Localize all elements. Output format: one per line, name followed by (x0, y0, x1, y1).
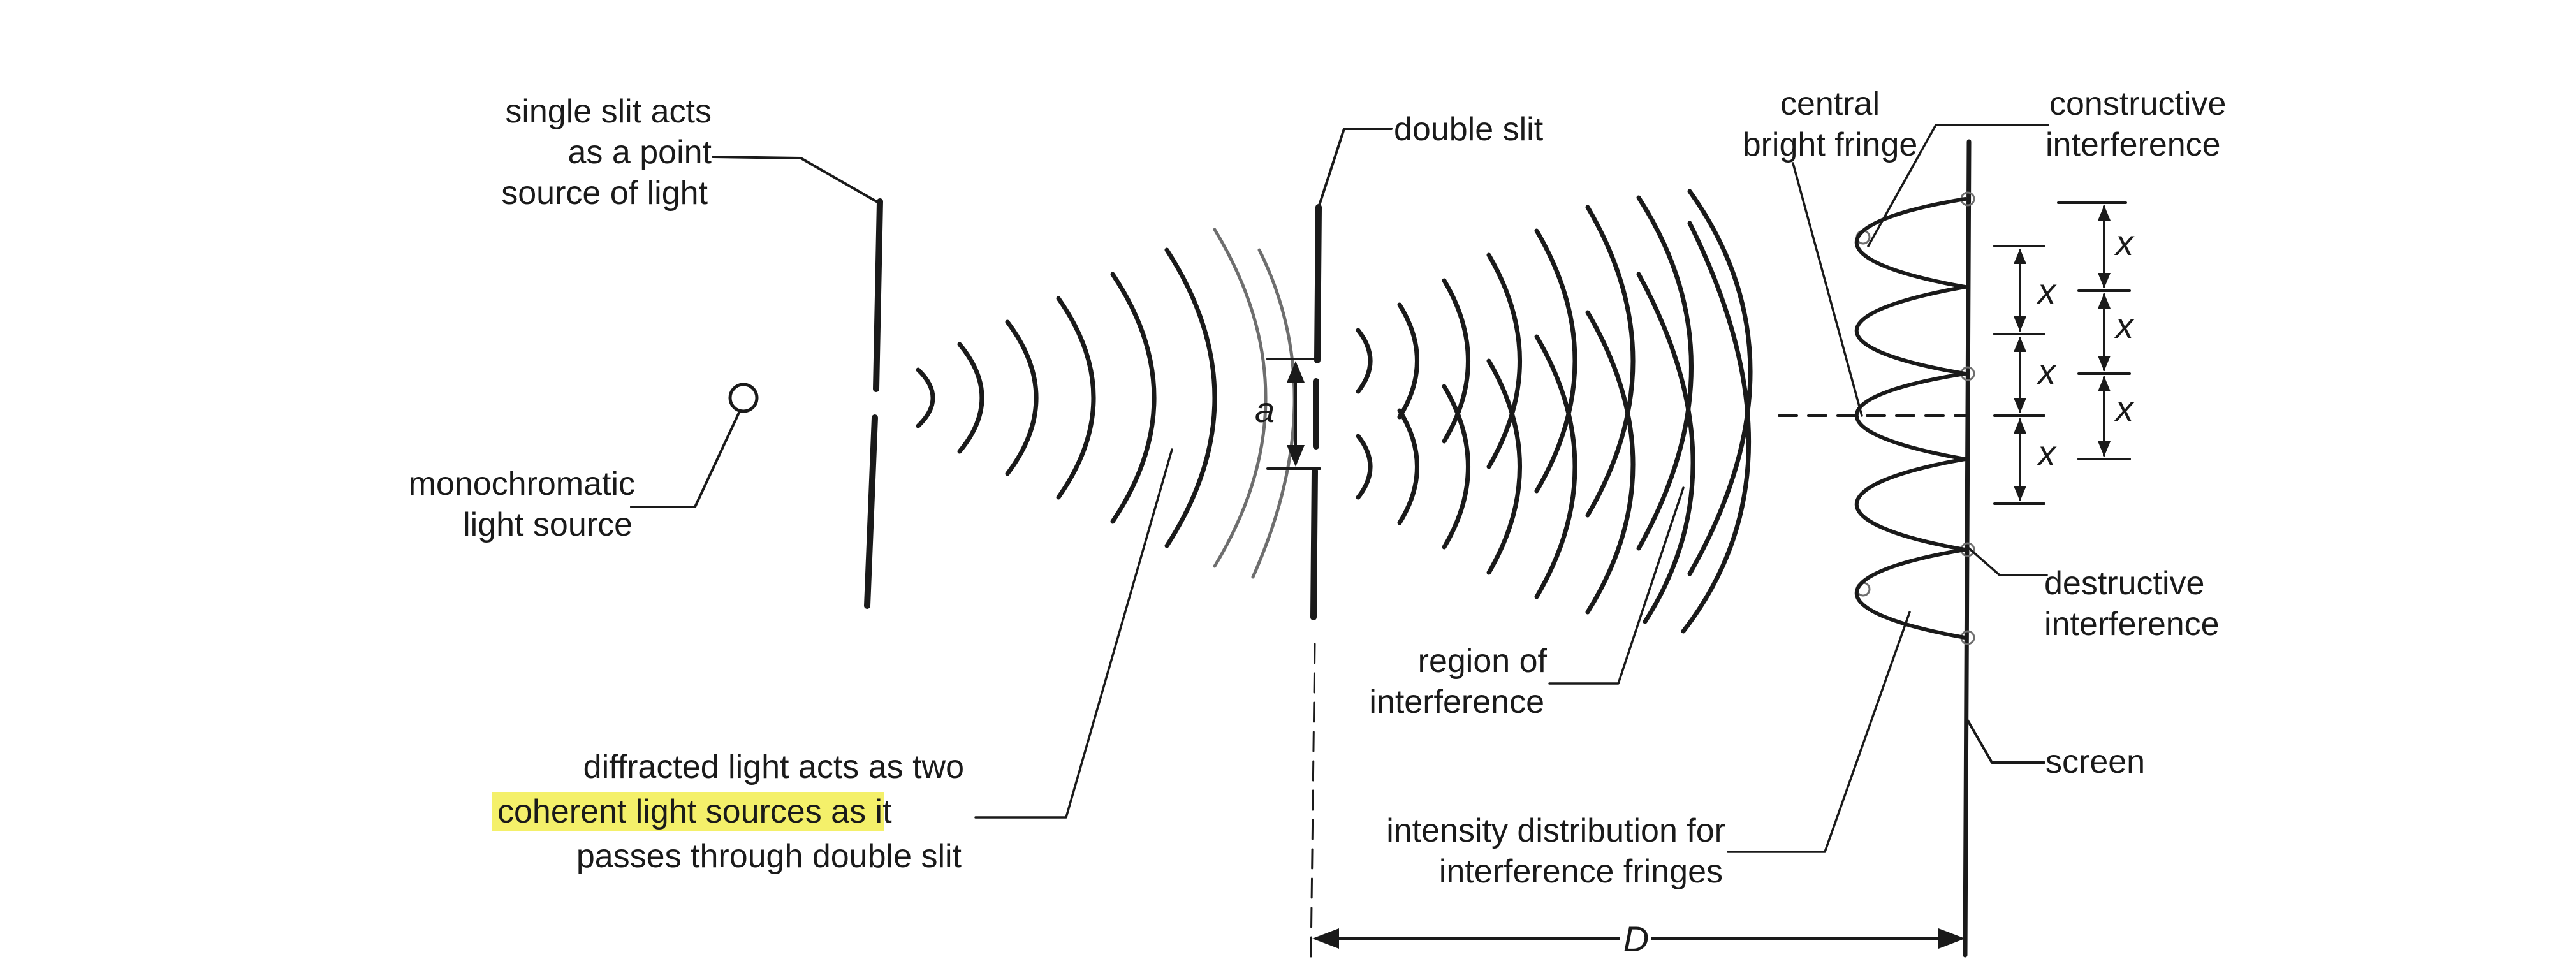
coherent-highlight (492, 792, 884, 831)
single-slit-upper (873, 198, 883, 392)
lower-wave-6 (1585, 310, 1636, 615)
mono-label-line2: light source (463, 506, 633, 543)
distance-label-bg (1620, 917, 1651, 958)
destructive-leader (1968, 547, 2048, 576)
upper-wave-7 (1636, 195, 1694, 551)
screen-line (1963, 139, 1972, 958)
coherent-highlight-text: coherent light sources (497, 793, 822, 830)
single-slit-label-line3: source of light (501, 175, 708, 212)
upper-wave-1 (1356, 328, 1373, 394)
intensity-label-line2: interference fringes (1439, 853, 1723, 890)
diffracted-label-line2: coherent light sources as it (497, 793, 892, 830)
diffracted-leader (974, 448, 1173, 819)
single-slit-label-line1: single slit acts (505, 93, 712, 130)
light-source-leader (630, 410, 741, 508)
double-slit-lower (1310, 467, 1318, 620)
single-slit-label-line2: as a point (568, 134, 712, 171)
slit-separation-marker (1266, 358, 1321, 470)
lower-wave-7 (1636, 272, 1695, 624)
fringe-x-label-1: x (2036, 271, 2057, 311)
wavefront-6 (1164, 247, 1217, 548)
fringe-arrowheads-right (2098, 205, 2111, 457)
upper-wave-5 (1534, 228, 1577, 494)
wavefront-5 (1110, 272, 1157, 524)
diffracted-label-line3: passes through double slit (576, 838, 962, 875)
diffracted-wavefronts (916, 247, 1217, 548)
region-label-line1: region of (1418, 643, 1548, 680)
single-slit-leader (712, 156, 880, 204)
screen-label: screen (2045, 743, 2145, 780)
fringe-x-label-6: x (2114, 388, 2135, 428)
destructive-label-line2: interference (2044, 606, 2220, 643)
light-source-dot (728, 383, 759, 413)
lower-wave-8 (1681, 221, 1752, 634)
distance-arrowhead-right (1938, 928, 1965, 949)
fringe-arrowheads-left (2014, 249, 2026, 501)
wavefront-1 (916, 367, 935, 428)
constructive-label-line2: interference (2045, 126, 2221, 163)
double-slit-leader (1317, 128, 1393, 208)
lower-wave-2 (1397, 408, 1419, 525)
distance-left-guide (1310, 643, 1316, 958)
intensity-curve (1855, 197, 1967, 640)
destructive-label-line1: destructive (2044, 565, 2204, 602)
fringe-ticks (1993, 201, 2131, 505)
upper-slit-wavefronts (1356, 189, 1753, 576)
intensity-label-line1: intensity distribution for (1386, 812, 1725, 849)
lower-wave-5 (1534, 334, 1577, 599)
constructive-leader (1867, 124, 2049, 247)
mono-label-line1: monochromatic (409, 465, 635, 502)
constructive-label-line1: constructive (2049, 85, 2226, 122)
fringe-x-label-3: x (2036, 433, 2057, 473)
upper-wave-3 (1442, 278, 1470, 444)
upper-wave-4 (1486, 252, 1522, 469)
wavefront-3 (1005, 319, 1039, 476)
upper-wave-2 (1397, 302, 1419, 420)
upper-wave-6 (1585, 205, 1636, 518)
screen-leader (1966, 719, 2045, 764)
distance-arrowhead-left (1312, 928, 1339, 949)
wavefront-7 (1213, 228, 1268, 568)
region-label-line2: interference (1369, 684, 1544, 720)
lower-wave-4 (1486, 358, 1522, 575)
central-fringe-leader (1792, 162, 1863, 417)
distance-label: D (1623, 919, 1649, 959)
central-label-line1: central (1780, 85, 1880, 122)
lower-wave-3 (1442, 384, 1470, 550)
fringe-x-label-2: x (2036, 351, 2057, 391)
diffracted-label-line1: diffracted light acts as two (583, 749, 964, 786)
double-slit-upper (1314, 204, 1322, 363)
single-slit-lower (864, 414, 878, 609)
double-slit-label: double slit (1394, 111, 1544, 148)
wavefront-2 (957, 342, 984, 454)
lower-slit-wavefronts (1356, 221, 1752, 634)
lower-wave-1 (1356, 434, 1373, 500)
upper-wave-8 (1687, 189, 1753, 576)
intensity-leader (1727, 611, 1911, 853)
wavefront-4 (1056, 296, 1096, 500)
slit-separation-label: a (1255, 390, 1275, 430)
region-leader (1548, 486, 1685, 685)
diffracted-line2-rest: as it (822, 793, 892, 830)
central-label-line2: bright fringe (1743, 126, 1918, 163)
fringe-x-label-4: x (2114, 223, 2135, 263)
fringe-x-label-5: x (2114, 305, 2135, 346)
